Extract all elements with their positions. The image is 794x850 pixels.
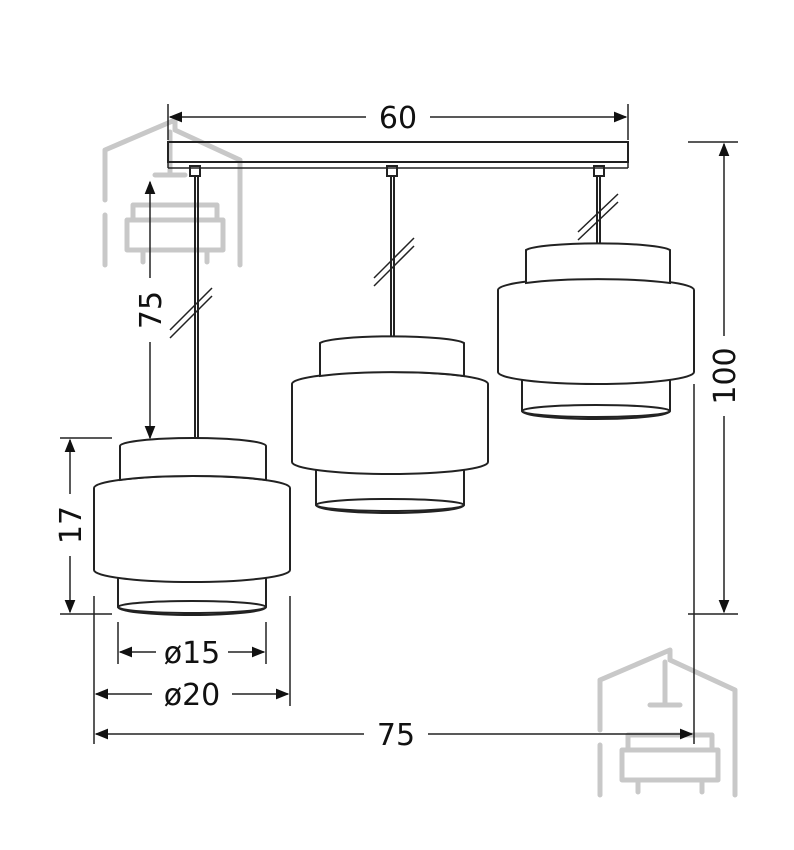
suspension-wires: [169, 165, 619, 440]
house-sofa-watermark-icon: [597, 647, 738, 798]
outer-diameter-label: ø20: [164, 678, 221, 713]
dimension-canopy-width: 60: [167, 101, 629, 140]
dimension-total-height: 100: [688, 141, 743, 615]
canopy-width-label: 60: [379, 101, 417, 136]
dimension-shade-height: 17: [54, 437, 112, 615]
dimension-outer-diameter: ø20: [93, 596, 291, 744]
lamp-shade-left: [93, 437, 291, 616]
ceiling-canopy: [167, 141, 629, 169]
house-sofa-watermark-icon: [102, 117, 243, 268]
drop-length-label: 75: [134, 291, 169, 329]
total-height-label: 100: [708, 347, 743, 404]
lamp-shade-right: [497, 242, 695, 420]
total-width-label: 75: [377, 718, 415, 753]
dimension-total-width: 75: [94, 384, 695, 753]
dimension-drop-length: 75: [134, 180, 169, 440]
inner-diameter-label: ø15: [164, 636, 221, 671]
shade-height-label: 17: [54, 506, 89, 544]
lamp-shade-middle: [291, 335, 489, 514]
dimension-inner-diameter: ø15: [117, 622, 267, 671]
